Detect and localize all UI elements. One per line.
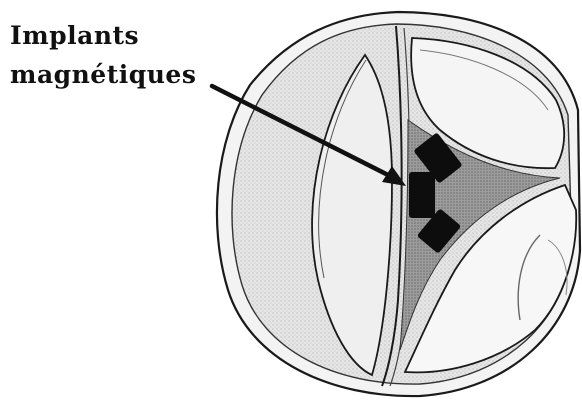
annotation-line-2: magnétiques	[10, 55, 220, 94]
implant-middle	[409, 172, 435, 218]
annotation-line-1: Implants	[10, 16, 220, 55]
annotation-label: Implants magnétiques	[10, 16, 220, 94]
